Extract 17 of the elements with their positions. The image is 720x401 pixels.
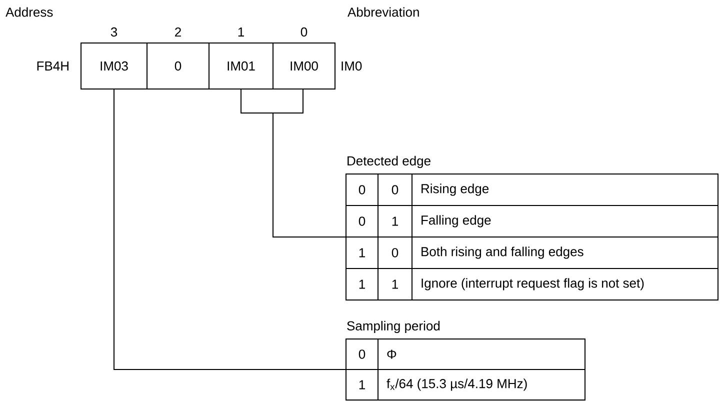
node-label: Detected edge (348, 156, 430, 168)
register-cell: IM01 (208, 42, 274, 90)
connector-line (272, 89, 346, 238)
register-cell: IM00 (272, 42, 336, 90)
node-label: Sampling period (347, 320, 440, 334)
column-heading: Abbreviation (348, 7, 419, 17)
column-heading: Address (6, 7, 53, 17)
table: Sampling period 0 Φ 1 f$_{x}$/64 (15.3 µs/4.19 MHz) (346, 320, 586, 400)
register-cell: 0 (146, 42, 210, 90)
bit-number: 2 (175, 27, 181, 37)
register-cell: IM03 (80, 42, 148, 90)
address-label: FB4H (37, 62, 68, 70)
table: Detected edge 0 0 Rising edge 0 1 Falling edge 1 0 Both rising and falling edges 1 1 Ignore (interrupt request flag is not set) (346, 156, 718, 300)
bit-number: 0 (300, 27, 308, 37)
connector-line (114, 89, 346, 370)
bit-number: 3 (110, 27, 118, 37)
bit-number: 1 (238, 28, 244, 36)
